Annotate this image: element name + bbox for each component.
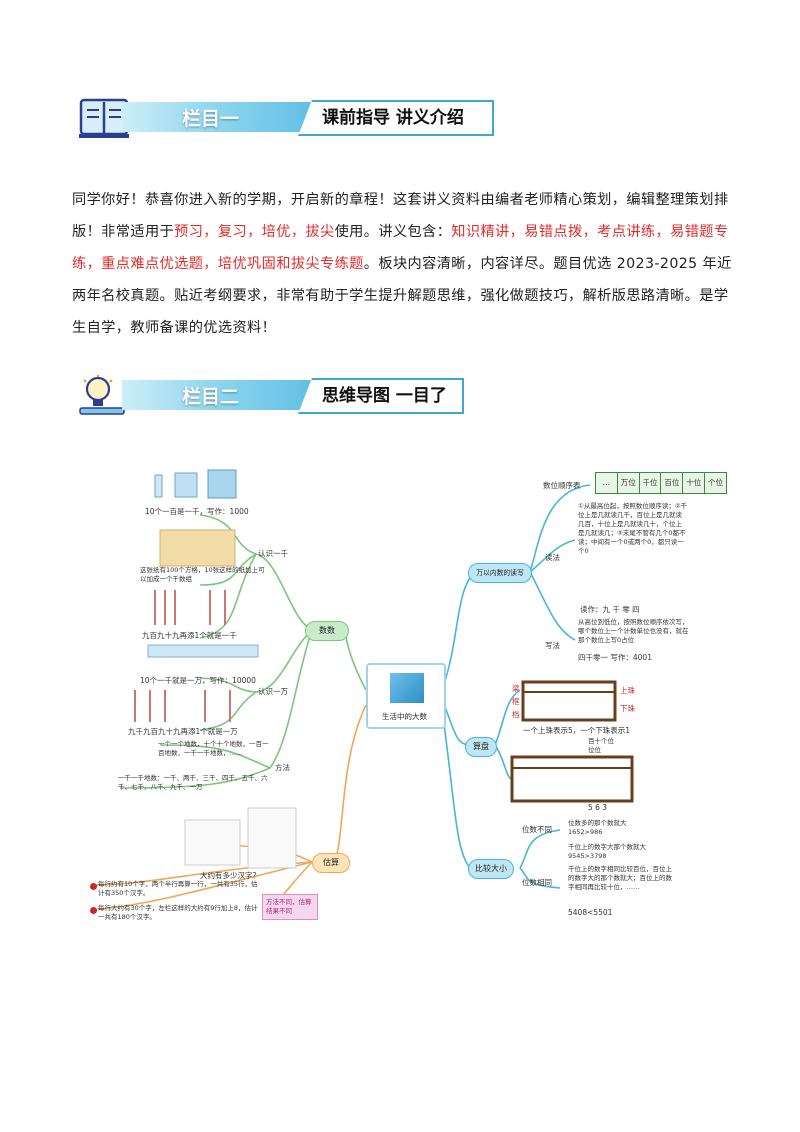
- write-rules: 从高位到低位，按照数位顺序依次写，哪个数位上一个计数单位也没有，就在那个数位上写…: [578, 618, 689, 644]
- estimate-example-2: 每行大约有30个字，左栏这样的大约有9行加上8，估计一共有180个汉字。: [98, 904, 258, 921]
- intro-text-3: 。板块内容清晰，内容详尽。题目优选 2023-2025 年近两年名校真题。贴近考…: [72, 256, 732, 336]
- caption-10000: 10个一千就是一万，写作：10000: [140, 676, 256, 685]
- method-by-thousands: 一千一千地数：一千、两千、三千、四千、五千、六千、七千、八千、九千、一万: [118, 774, 268, 791]
- intro-highlight-1: 预习，复习，培优，拔尖: [174, 224, 335, 240]
- node-compare: 比较大小: [468, 859, 514, 879]
- caption-9999: 九千九百九十九再添1个就是一万: [128, 727, 238, 736]
- caption-1000: 10个一百是一千，写作：1000: [145, 507, 249, 516]
- bullet-red-2: [90, 907, 97, 914]
- caption-grid-paper: 这张纸有100个方格，10张这样的纸加上可以加成一个千数组: [140, 566, 265, 583]
- counting-rods-illustration: [134, 590, 231, 722]
- estimate-question: 大约有多少汉字？: [200, 871, 260, 880]
- read-example: 读作：九 千 零 四: [580, 605, 640, 614]
- compare-rule-1: 位数多的那个数就大 1652>986: [568, 819, 627, 836]
- abacus-illustrations: [510, 680, 634, 803]
- place-table-title: 数位顺序表: [543, 481, 581, 490]
- estimate-example-1: 每行约有10个字，两个半行再算一行，一共有35行，估计有350个汉字。: [98, 880, 258, 897]
- node-digits-different: 位数不同: [522, 825, 552, 834]
- abacus-places: 百十个位位位: [588, 737, 614, 754]
- compare-rule-2: 千位上的数字大那个数就大 9545>3798: [568, 843, 646, 860]
- method-counting: 一个一个地数，十个十个地数，一百一百地数，一千一千地数，……: [158, 740, 269, 757]
- place-col-1: 万位: [618, 473, 640, 493]
- abacus-note: 一个上珠表示5，一个下珠表示1: [523, 726, 631, 735]
- abacus-digits: 5 6 3: [588, 803, 608, 812]
- node-know-10000: 认识一万: [258, 687, 288, 696]
- bullet-red-1: [90, 883, 97, 890]
- center-illustration: [390, 673, 424, 703]
- intro-paragraph: 同学你好！恭喜你进入新的学期，开启新的章程！这套讲义资料由编者老师精心策划，编辑…: [72, 184, 732, 344]
- node-write: 写法: [545, 641, 560, 650]
- intro-highlight-2: 知识精讲，易错点拨，考点讲练，易错题专练，重点难点优选题，培优巩固和拔尖专练题: [72, 224, 729, 272]
- node-read: 读法: [545, 553, 560, 562]
- node-abacus: 算盘: [465, 737, 497, 757]
- section-banner-1: 栏目一 课前指导 讲义介绍: [78, 96, 494, 140]
- section-banner-2: 栏目二 思维导图 一目了然: [78, 374, 464, 418]
- estimate-note: 方法不同，估算结果不同: [262, 894, 318, 920]
- node-estimate: 估算: [312, 853, 350, 873]
- abacus-upper-bead: 上珠: [620, 686, 635, 695]
- node-count: 数数: [305, 621, 349, 641]
- abacus-label-beam: 梁: [512, 684, 520, 693]
- section-label-1: 课前指导 讲义介绍: [298, 100, 494, 136]
- read-rules: ①从最高位起，按照数位顺序读；②千位上是几就读几千，百位上是几就读几百，十位上是…: [578, 502, 688, 555]
- place-col-0: …: [596, 473, 618, 493]
- mindmap-center: 生活中的大数: [366, 663, 446, 729]
- place-col-3: 百位: [661, 473, 684, 493]
- place-value-table: … 万位 千位 百位 十位 个位: [595, 472, 727, 494]
- abacus-label-rod: 档: [512, 710, 520, 719]
- place-col-5: 个位: [708, 478, 724, 487]
- caption-999: 九百九十九再添1个就是一千: [142, 631, 237, 640]
- cube-blocks-illustration: [147, 469, 297, 869]
- node-readwrite: 万以内数的读写: [468, 563, 532, 583]
- node-method: 方法: [275, 763, 290, 772]
- compare-rule-3: 千位上的数字相同比较百位，百位上的数字大的那个数就大；百位上的数字相同再比较十位…: [568, 865, 672, 891]
- node-digits-same: 位数相同: [522, 878, 552, 887]
- lightbulb-icon: [79, 375, 125, 415]
- abacus-lower-bead: 下珠: [620, 704, 635, 713]
- center-label: 生活中的大数: [382, 712, 427, 721]
- intro-text-1: 同学你好！恭喜你进入新的学期，开启新的章程！这套讲义资料由编者老师精心策划，编辑…: [72, 192, 729, 240]
- compare-example: 5408<5501: [568, 908, 613, 917]
- intro-text-2: 使用。讲义包含：: [334, 224, 452, 240]
- node-know-1000: 认识一千: [258, 549, 288, 558]
- write-example: 四千零一 写作：4001: [578, 653, 652, 662]
- abacus-label-frame: 框: [512, 697, 520, 706]
- place-col-2: 千位: [640, 473, 662, 493]
- section-label-2: 思维导图 一目了然: [298, 378, 464, 414]
- place-col-4: 十位: [683, 473, 706, 493]
